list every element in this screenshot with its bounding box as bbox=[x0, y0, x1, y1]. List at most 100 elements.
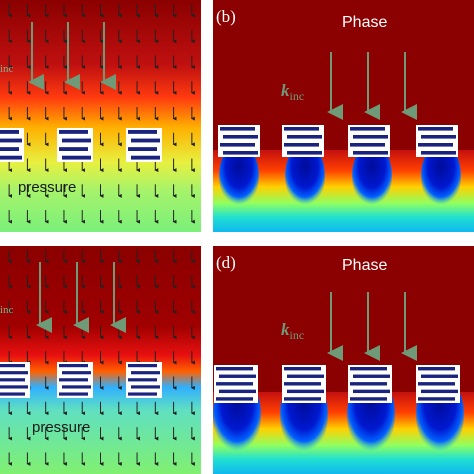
cell-channel bbox=[216, 367, 253, 371]
panel-d-k-sub: inc bbox=[290, 328, 305, 342]
panel-d: (d) Phase kinc bbox=[213, 246, 474, 474]
cell-channel bbox=[350, 127, 385, 131]
cell-channel bbox=[0, 155, 22, 160]
cell-channel bbox=[353, 135, 388, 139]
cell-channel bbox=[284, 382, 321, 386]
panel-b-label: (b) bbox=[216, 7, 236, 26]
panel-d-title: Phase bbox=[342, 257, 387, 274]
cell-channel bbox=[128, 364, 157, 368]
cell-channel bbox=[0, 130, 19, 134]
panel-a-velocity-arrows bbox=[8, 3, 195, 224]
cell-channel bbox=[220, 143, 255, 147]
panel-b-incident-arrows bbox=[327, 52, 417, 120]
cell-channel bbox=[287, 135, 322, 139]
panel-a-incident-arrows bbox=[28, 22, 116, 90]
cell-channel bbox=[62, 385, 91, 389]
cell-channel bbox=[353, 389, 390, 394]
cell-channel bbox=[223, 151, 258, 155]
cell-channel bbox=[216, 397, 253, 401]
cell-channel bbox=[284, 143, 319, 147]
panel-c-field-label: pressure bbox=[32, 419, 90, 436]
metamaterial-cell bbox=[126, 128, 162, 162]
cell-channel bbox=[421, 389, 458, 394]
panel-d-incident-arrows bbox=[327, 292, 417, 361]
cell-channel bbox=[59, 147, 88, 151]
cell-channel bbox=[287, 389, 324, 394]
panel-b-metamaterial-cells bbox=[218, 125, 458, 157]
metamaterial-cell bbox=[214, 365, 258, 403]
cell-channel bbox=[0, 392, 25, 396]
cell-channel bbox=[128, 147, 157, 151]
cell-channel bbox=[284, 127, 319, 131]
cell-channel bbox=[0, 364, 25, 368]
panel-a-field-label: pressure bbox=[18, 179, 76, 196]
panel-d-label: (d) bbox=[216, 253, 236, 272]
cell-channel bbox=[62, 371, 91, 375]
cell-channel bbox=[350, 397, 387, 401]
cell-channel bbox=[0, 378, 25, 382]
metamaterial-cell bbox=[416, 365, 460, 403]
cell-channel bbox=[128, 378, 157, 382]
cell-channel bbox=[131, 155, 160, 160]
panel-a-metamaterial-cells bbox=[0, 128, 162, 162]
cell-channel bbox=[220, 127, 255, 131]
phase-blob bbox=[352, 144, 392, 208]
cell-channel bbox=[59, 130, 88, 134]
cell-channel bbox=[350, 143, 385, 147]
cell-channel bbox=[131, 371, 160, 375]
cell-channel bbox=[287, 151, 322, 155]
cell-channel bbox=[131, 385, 160, 389]
phase-blob bbox=[219, 144, 259, 208]
panel-c-incident-arrows bbox=[36, 262, 126, 333]
cell-channel bbox=[418, 143, 453, 147]
panel-d-metamaterial-cells bbox=[214, 365, 460, 403]
cell-channel bbox=[216, 382, 253, 386]
metamaterial-cell bbox=[57, 128, 93, 162]
metamaterial-cell bbox=[348, 125, 390, 157]
cell-channel bbox=[418, 367, 455, 371]
panel-c: inc pressure bbox=[0, 246, 201, 474]
cell-channel bbox=[418, 397, 455, 401]
phase-blob bbox=[421, 144, 461, 208]
metamaterial-cell bbox=[218, 125, 260, 157]
cell-channel bbox=[131, 138, 160, 143]
cell-channel bbox=[62, 155, 91, 160]
cell-channel bbox=[59, 378, 88, 382]
panel-d-k-main: k bbox=[281, 320, 290, 339]
cell-channel bbox=[59, 364, 88, 368]
panel-a-k-label: inc bbox=[0, 63, 14, 75]
panel-b-phase-blobs bbox=[219, 144, 461, 208]
cell-channel bbox=[219, 374, 256, 378]
cell-channel bbox=[353, 374, 390, 378]
cell-channel bbox=[0, 385, 28, 389]
panel-d-k-label: kinc bbox=[281, 320, 304, 342]
horizontal-separator bbox=[0, 232, 474, 246]
cell-channel bbox=[287, 374, 324, 378]
panel-b-k-sub: inc bbox=[290, 89, 305, 103]
cell-channel bbox=[421, 151, 456, 155]
metamaterial-cell bbox=[416, 125, 458, 157]
cell-channel bbox=[284, 397, 321, 401]
cell-channel bbox=[62, 138, 91, 143]
cell-channel bbox=[421, 374, 458, 378]
panel-b-title: Phase bbox=[342, 14, 387, 31]
cell-channel bbox=[59, 392, 88, 396]
cell-channel bbox=[350, 382, 387, 386]
panel-a: inc pressure bbox=[0, 0, 201, 232]
cell-channel bbox=[128, 392, 157, 396]
panel-c-metamaterial-cells bbox=[0, 362, 162, 398]
cell-channel bbox=[353, 151, 388, 155]
metamaterial-cell bbox=[282, 125, 324, 157]
cell-channel bbox=[0, 371, 28, 375]
cell-channel bbox=[418, 127, 453, 131]
metamaterial-cell bbox=[57, 362, 93, 398]
metamaterial-cell bbox=[0, 362, 30, 398]
cell-channel bbox=[421, 135, 456, 139]
cell-channel bbox=[418, 382, 455, 386]
panel-c-k-label: inc bbox=[0, 304, 14, 316]
cell-channel bbox=[350, 367, 387, 371]
cell-channel bbox=[128, 130, 157, 134]
cell-channel bbox=[0, 147, 19, 151]
metamaterial-cell bbox=[348, 365, 392, 403]
